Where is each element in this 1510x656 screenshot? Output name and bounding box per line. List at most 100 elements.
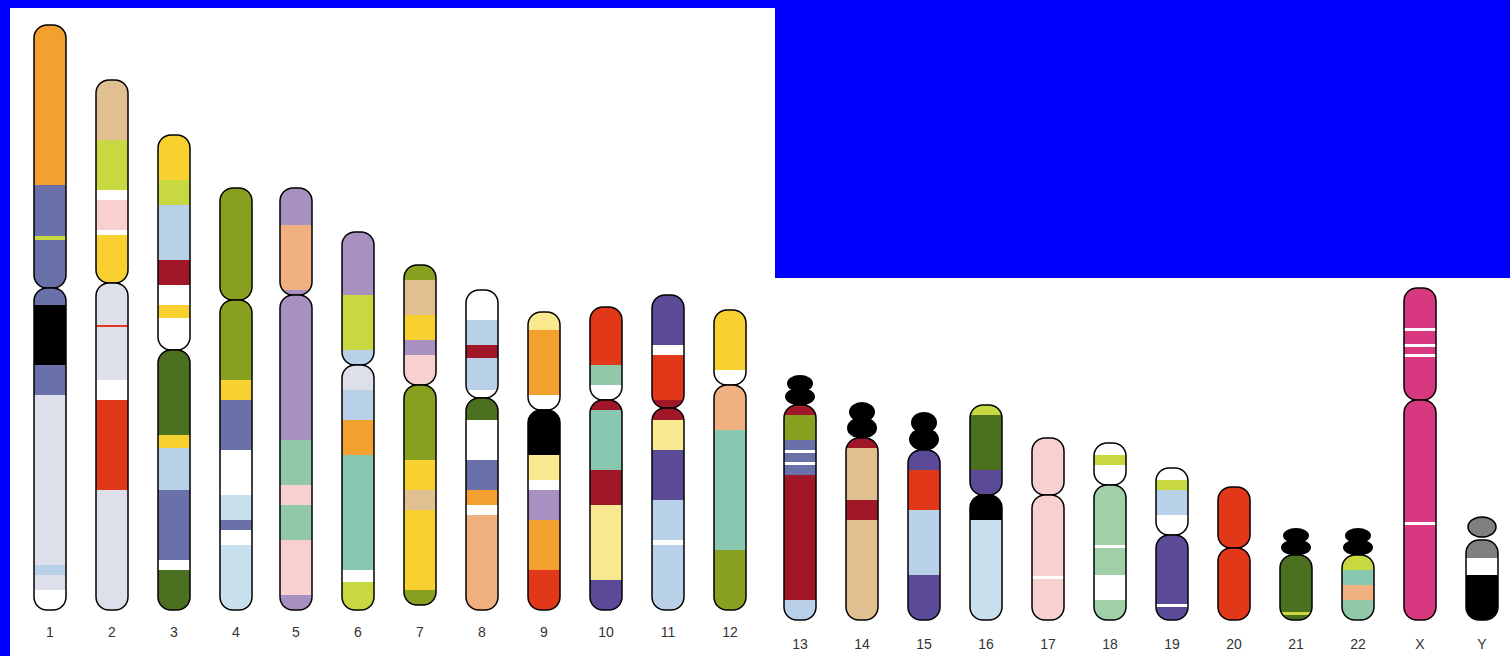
chromosome-bands — [342, 365, 374, 610]
band — [784, 462, 816, 465]
band — [1466, 575, 1498, 620]
band — [466, 358, 498, 390]
band — [652, 408, 684, 420]
chromosome-number: 11 — [661, 624, 676, 640]
chromosome — [908, 412, 940, 620]
chromosome-bands — [1404, 400, 1436, 620]
band — [1280, 555, 1312, 620]
chromosome-number: 2 — [108, 624, 116, 640]
band — [652, 540, 684, 545]
band — [714, 310, 746, 370]
band — [652, 295, 684, 408]
chromosome-number: 13 — [792, 636, 808, 652]
band — [784, 415, 816, 440]
chromosome-bands — [970, 495, 1002, 620]
chromosome-number: 10 — [598, 624, 614, 640]
band — [280, 440, 312, 485]
chromosome-outline — [652, 295, 684, 408]
band — [1218, 487, 1250, 548]
band — [1156, 604, 1188, 607]
band — [96, 380, 128, 400]
band — [1094, 443, 1126, 455]
band — [970, 520, 1002, 620]
band — [714, 310, 746, 385]
chromosome — [1404, 288, 1436, 620]
band — [158, 350, 190, 610]
chromosome-outline — [158, 350, 190, 610]
band — [158, 260, 190, 285]
chromosome — [34, 25, 66, 610]
band — [466, 320, 498, 345]
chromosome-outline — [784, 405, 816, 620]
chromosome-bands — [652, 408, 684, 610]
chromosome — [970, 405, 1002, 620]
band — [34, 365, 66, 395]
chromosome-number: 16 — [978, 636, 994, 652]
chromosome-number: 1 — [46, 624, 54, 640]
chromosome-bands — [1094, 443, 1126, 485]
band — [652, 295, 684, 345]
band — [404, 315, 436, 340]
band — [970, 405, 1002, 495]
chromosome-outline — [1156, 535, 1188, 620]
band — [466, 290, 498, 398]
band — [1094, 485, 1126, 620]
band — [466, 460, 498, 490]
chromosome-bands — [404, 265, 436, 385]
chromosome-outline — [1280, 555, 1312, 620]
band — [34, 288, 66, 610]
band — [528, 375, 560, 395]
band — [908, 450, 940, 620]
band — [1156, 468, 1188, 535]
band — [1404, 400, 1436, 620]
band — [590, 307, 622, 400]
band — [652, 500, 684, 540]
band — [96, 400, 128, 490]
band — [846, 500, 878, 520]
band — [714, 430, 746, 550]
chromosome — [1032, 438, 1064, 620]
chromosome-bands — [220, 188, 252, 300]
band — [342, 390, 374, 420]
chromosome-outline — [528, 312, 560, 410]
band — [1404, 354, 1436, 357]
chromosome — [784, 375, 816, 620]
band — [652, 355, 684, 400]
satellite — [847, 417, 877, 439]
chromosome — [96, 80, 128, 610]
band — [220, 495, 252, 520]
band — [220, 380, 252, 400]
band — [280, 188, 312, 225]
chromosome-outline — [96, 80, 128, 283]
band — [280, 295, 312, 440]
chromosome-outline — [846, 438, 878, 620]
chromosome — [404, 265, 436, 605]
band — [714, 550, 746, 610]
band — [1156, 490, 1188, 515]
band — [404, 385, 436, 605]
band — [404, 385, 436, 460]
chromosome-bands — [908, 450, 940, 620]
band — [970, 405, 1002, 415]
chromosome-outline — [652, 408, 684, 610]
chromosome-outline — [1094, 485, 1126, 620]
chromosome-outline — [342, 232, 374, 365]
chromosome-bands — [34, 25, 66, 288]
band — [590, 580, 622, 610]
chromosome-bands — [1280, 555, 1312, 620]
chromosome-outline — [1342, 555, 1374, 620]
band — [652, 420, 684, 450]
band — [784, 440, 816, 475]
band — [96, 235, 128, 283]
band — [590, 470, 622, 505]
chromosome-bands — [784, 405, 816, 620]
band — [528, 490, 560, 520]
band — [466, 290, 498, 320]
chromosome-bands — [342, 232, 374, 365]
chromosome-bands — [1404, 288, 1436, 400]
band — [970, 415, 1002, 470]
band — [220, 530, 252, 545]
chromosome-number: 12 — [722, 624, 738, 640]
chromosome-outline — [280, 295, 312, 610]
band — [1094, 455, 1126, 465]
